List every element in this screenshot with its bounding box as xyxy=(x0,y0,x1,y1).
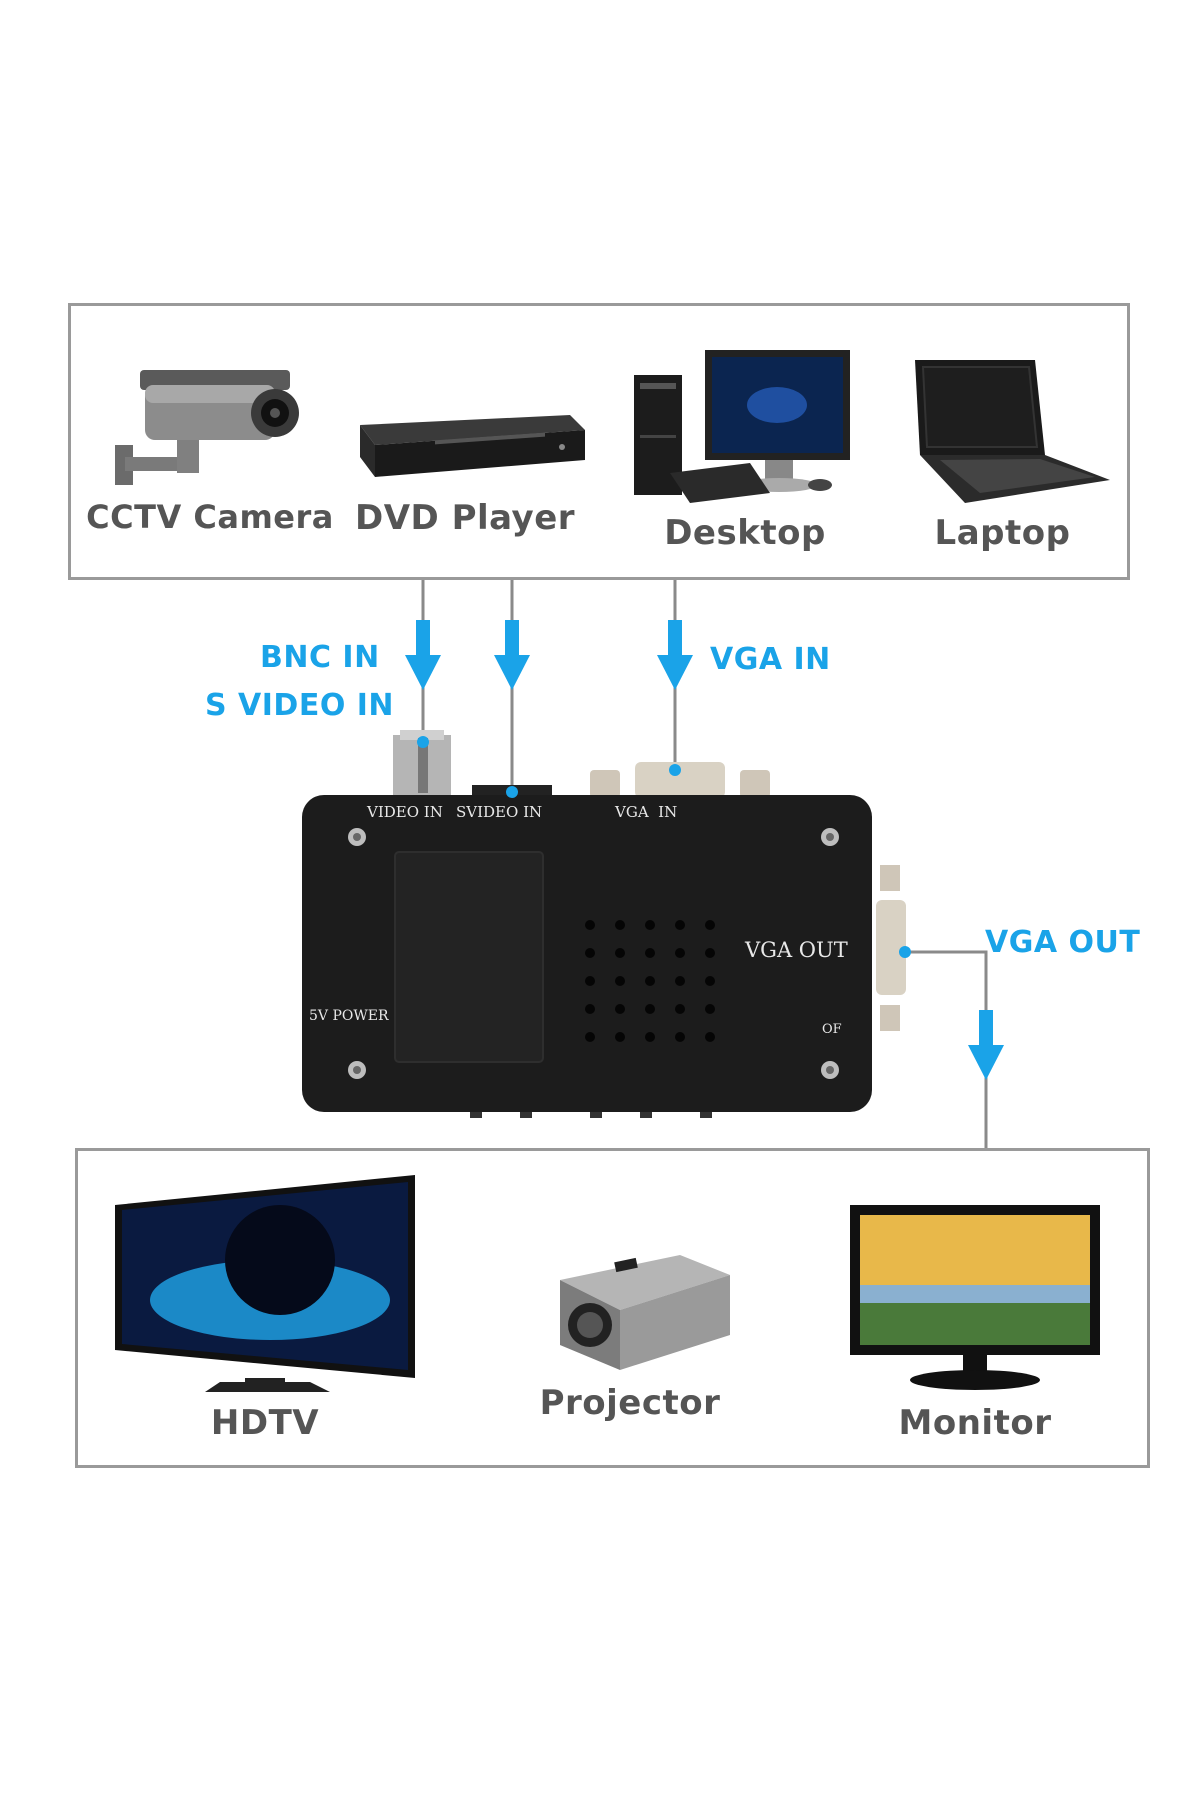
source-dvd-player: DVD Player xyxy=(340,405,590,538)
output-projector: Projector xyxy=(520,1250,740,1423)
source-label: DVD Player xyxy=(354,498,576,538)
svideo-in-port-label: SVIDEO IN xyxy=(456,803,543,821)
output-label: Projector xyxy=(539,1383,721,1423)
source-cctv-camera: CCTV Camera xyxy=(86,365,333,536)
source-label: Laptop xyxy=(934,513,1071,553)
dvd-player-icon xyxy=(360,415,585,477)
vga-out-connector-line xyxy=(905,950,988,1150)
hdtv-icon xyxy=(115,1175,415,1392)
vga-in-label: VGA IN xyxy=(710,642,831,677)
projector-icon xyxy=(560,1255,730,1370)
output-label: Monitor xyxy=(898,1403,1052,1443)
source-label: CCTV Camera xyxy=(86,498,334,536)
vga-converter-box xyxy=(302,730,906,1118)
desktop-computer-icon xyxy=(634,350,850,503)
svideo-in-arrow-icon xyxy=(494,620,530,690)
s-video-in-label: S VIDEO IN xyxy=(205,688,395,723)
vga-out-arrow-icon xyxy=(968,1010,1004,1080)
vent-grid xyxy=(585,920,715,1042)
source-laptop: Laptop xyxy=(890,355,1115,553)
vga-out-label: VGA OUT xyxy=(985,925,1141,960)
output-label: HDTV xyxy=(210,1403,320,1443)
bnc-in-label: BNC IN xyxy=(260,640,380,675)
vga-in-arrow-icon xyxy=(657,620,693,690)
output-hdtv: HDTV xyxy=(110,1170,420,1443)
power-port-label: 5V POWER xyxy=(309,1008,389,1024)
output-monitor: Monitor xyxy=(845,1200,1105,1443)
source-desktop: Desktop xyxy=(630,345,860,553)
monitor-icon xyxy=(850,1205,1100,1390)
vga-out-port-label: VGA OUT xyxy=(745,938,848,962)
laptop-icon xyxy=(915,360,1110,503)
cctv-camera-icon xyxy=(115,370,299,485)
source-label: Desktop xyxy=(664,513,826,553)
vga-in-port-label: VGA IN xyxy=(615,803,678,821)
bnc-in-arrow-icon xyxy=(405,620,441,690)
video-in-port-label: VIDEO IN xyxy=(367,803,443,821)
switch-label: OF xyxy=(822,1022,842,1037)
